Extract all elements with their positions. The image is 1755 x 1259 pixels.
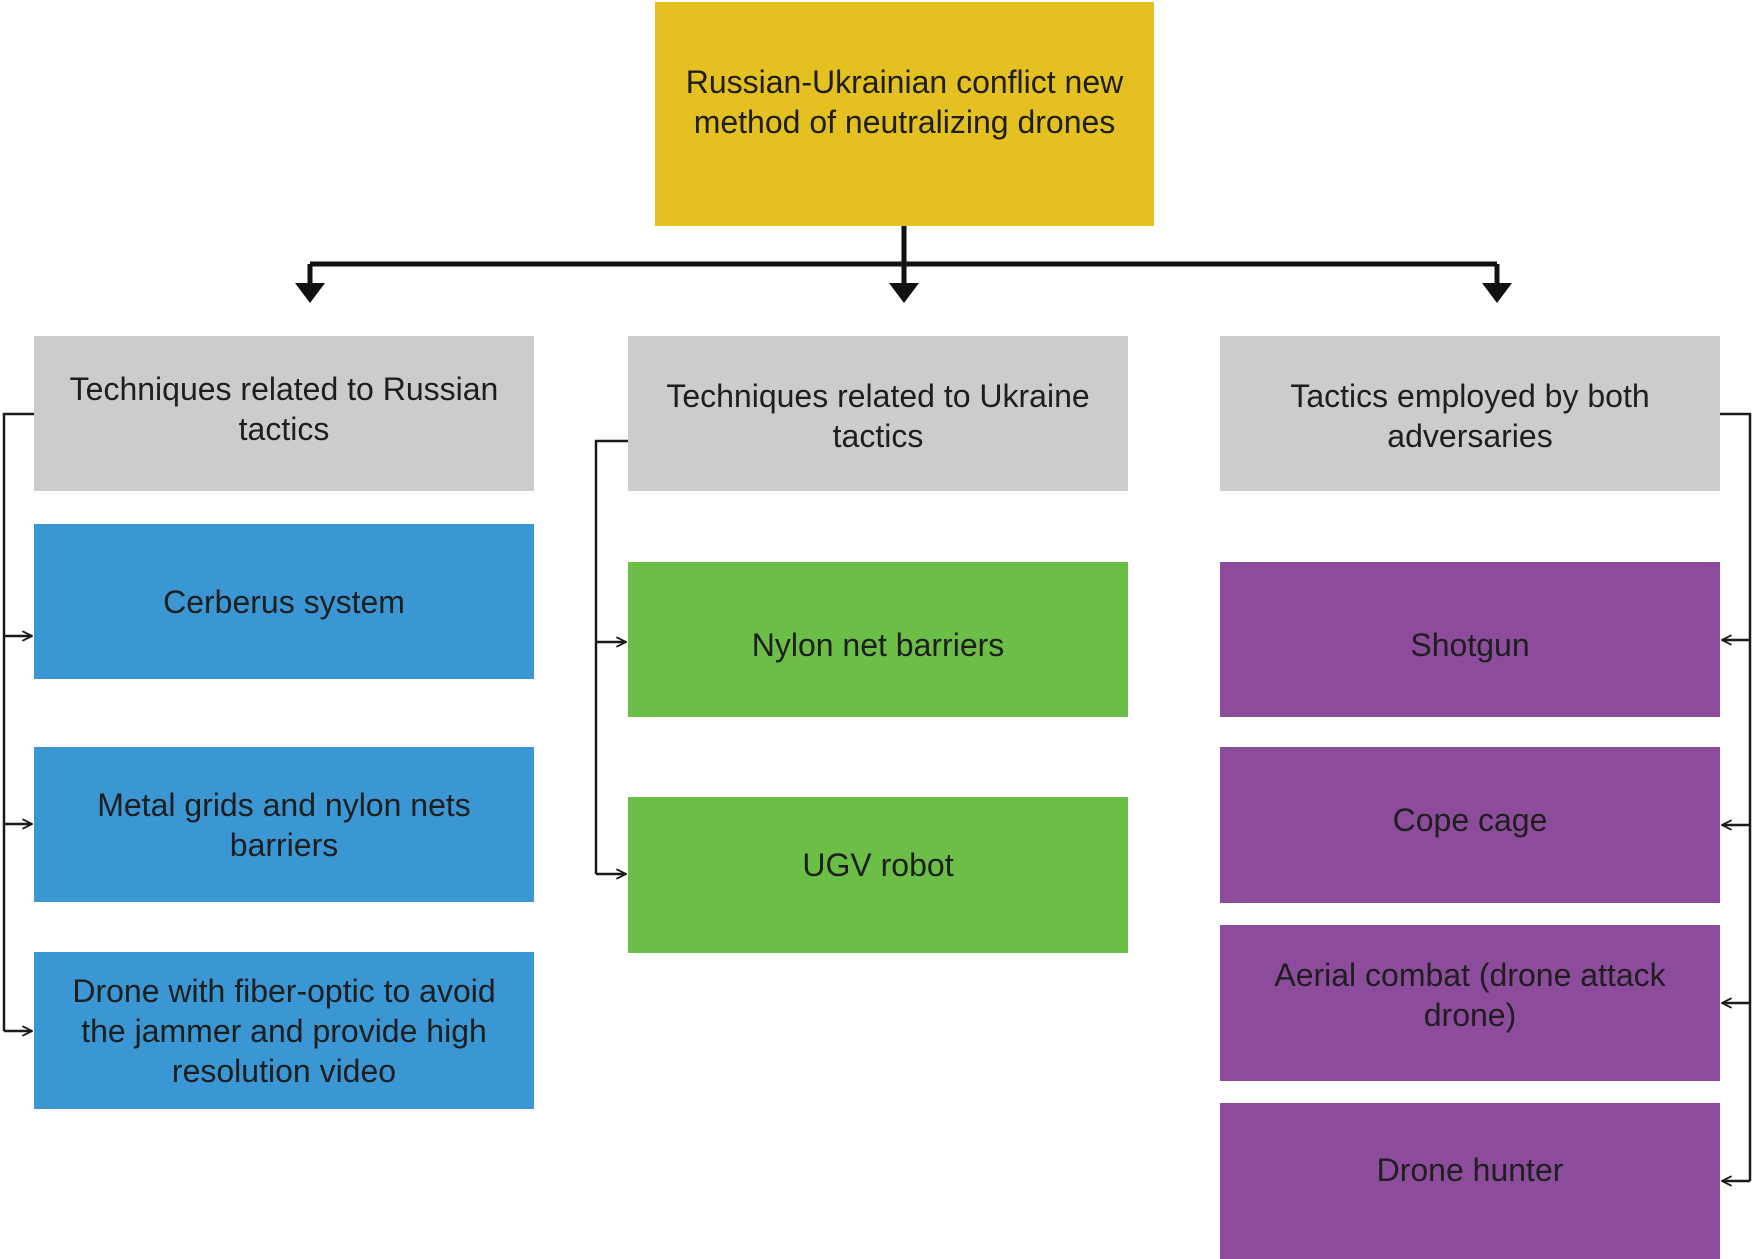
both-bracket (1720, 412, 1752, 1181)
both-item-drone-hunter: Drone hunter (1220, 1103, 1720, 1259)
both-item-label: Aerial combat (drone attack drone) (1274, 957, 1666, 1033)
root-node: Russian-Ukrainian conflict new method of… (655, 2, 1154, 226)
ukraine-item-ugv-robot: UGV robot (628, 797, 1128, 953)
category-both-label: Tactics employed by both adversaries (1290, 377, 1650, 454)
both-item-aerial-combat: Aerial combat (drone attack drone) (1220, 925, 1720, 1081)
category-both: Tactics employed by both adversaries (1220, 336, 1720, 491)
category-ukraine-label: Techniques related to Ukraine tactics (666, 377, 1090, 454)
ukraine-item-label: UGV robot (802, 847, 954, 883)
root-label: Russian-Ukrainian conflict new method of… (685, 64, 1124, 140)
arrowhead-ukraine (889, 283, 919, 303)
russia-bracket (2, 412, 34, 1031)
russia-item-metal-grids: Metal grids and nylon nets barriers (34, 747, 534, 902)
root-arrowheads (295, 283, 1512, 303)
ukraine-item-nylon-net: Nylon net barriers (628, 562, 1128, 717)
russia-item-label: Cerberus system (163, 583, 405, 620)
category-ukraine: Techniques related to Ukraine tactics (628, 336, 1128, 491)
arrowhead-russia (295, 283, 325, 303)
ukraine-bracket (594, 439, 628, 874)
ukraine-item-label: Nylon net barriers (751, 626, 1005, 663)
both-item-label: Shotgun (1410, 626, 1530, 663)
both-item-label: Cope cage (1392, 802, 1548, 838)
both-item-shotgun: Shotgun (1220, 562, 1720, 717)
category-russia: Techniques related to Russian tactics (34, 336, 534, 491)
russia-item-cerberus: Cerberus system (34, 524, 534, 679)
russia-item-label: Drone with fiber-optic to avoid the jamm… (72, 972, 496, 1089)
russia-item-fiber-optic-drone: Drone with fiber-optic to avoid the jamm… (34, 952, 534, 1109)
russia-item-label: Metal grids and nylon nets barriers (97, 786, 471, 863)
both-item-cope-cage: Cope cage (1220, 747, 1720, 903)
category-russia-label: Techniques related to Russian tactics (69, 370, 499, 447)
both-item-label: Drone hunter (1376, 1152, 1564, 1188)
arrowhead-both (1482, 283, 1512, 303)
root-connector (307, 226, 1500, 285)
